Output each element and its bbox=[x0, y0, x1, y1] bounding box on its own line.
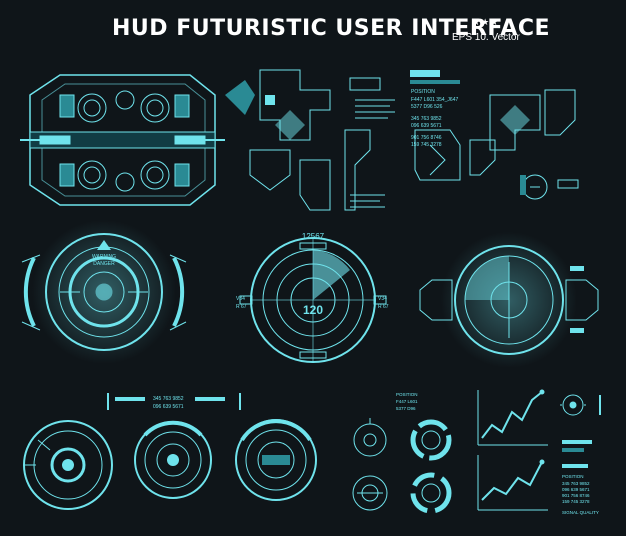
bottom-dial-1 bbox=[23, 420, 113, 510]
ornate-panel-top-left bbox=[20, 74, 225, 206]
br-line-3: 901 756 8746 bbox=[562, 493, 590, 498]
danger-label: DANGER bbox=[93, 261, 115, 267]
bottom-dial-3 bbox=[235, 419, 317, 501]
radar-center-value: 120 bbox=[303, 303, 323, 317]
mini-dial bbox=[560, 394, 601, 416]
geometric-panel-top-right bbox=[410, 70, 579, 200]
bottom-code-2: 096 639 5671 bbox=[153, 404, 184, 410]
radar-left-code: V34 bbox=[236, 296, 245, 302]
br-line-2: 096 639 5671 bbox=[562, 487, 590, 492]
small-dial-d bbox=[410, 472, 452, 514]
line-chart-bottom bbox=[477, 455, 548, 511]
br-position-label: POSITION bbox=[562, 474, 584, 479]
rating-stars: ★★★ bbox=[472, 17, 500, 27]
br-line-1: 345 763 9852 bbox=[562, 481, 590, 486]
tr-line-3: 345 763 9852 bbox=[411, 116, 442, 122]
tr-line-5: 901 756 8746 bbox=[411, 135, 442, 141]
tr-line-1: F447 L601 354_J647 bbox=[411, 97, 458, 103]
radar-right-code: V34 bbox=[378, 296, 387, 302]
subtitle: EPS 10. Vector bbox=[452, 32, 520, 43]
radar-top-value: 12567 bbox=[302, 232, 325, 241]
side-wing-dial bbox=[419, 232, 599, 368]
geometric-panel-top-middle bbox=[225, 69, 395, 211]
radar-right-code-2: R 67 bbox=[378, 304, 389, 310]
small-dial-c bbox=[352, 475, 388, 511]
bottom-position-2: 5377 D96 bbox=[396, 406, 416, 411]
line-chart-top bbox=[477, 389, 548, 446]
bottom-code-1: 345 763 9852 bbox=[153, 396, 184, 402]
bottom-position-label: POSITION bbox=[396, 392, 418, 397]
signal-quality-label: SIGNAL QUALITY bbox=[562, 510, 599, 515]
bottom-dial-2 bbox=[134, 420, 212, 499]
br-line-4: 159 745 3278 bbox=[562, 499, 590, 504]
warning-dial bbox=[21, 220, 187, 364]
tr-line-2: 5377 D96 526 bbox=[411, 104, 443, 110]
page-title: HUD FUTURISTIC USER INTERFACE bbox=[112, 16, 551, 41]
radar-left-code-2: R 67 bbox=[236, 304, 247, 310]
warning-label: WARNING bbox=[92, 254, 116, 260]
bottom-position-1: F447 L601 bbox=[396, 399, 418, 404]
tr-line-6: 159 745 3278 bbox=[411, 142, 442, 148]
tr-line-4: 096 639 5671 bbox=[411, 123, 442, 129]
tr-position-label: POSITION bbox=[411, 89, 435, 95]
small-dial-b bbox=[410, 419, 452, 461]
small-dial-a bbox=[353, 418, 387, 457]
radar-dial bbox=[239, 237, 387, 363]
